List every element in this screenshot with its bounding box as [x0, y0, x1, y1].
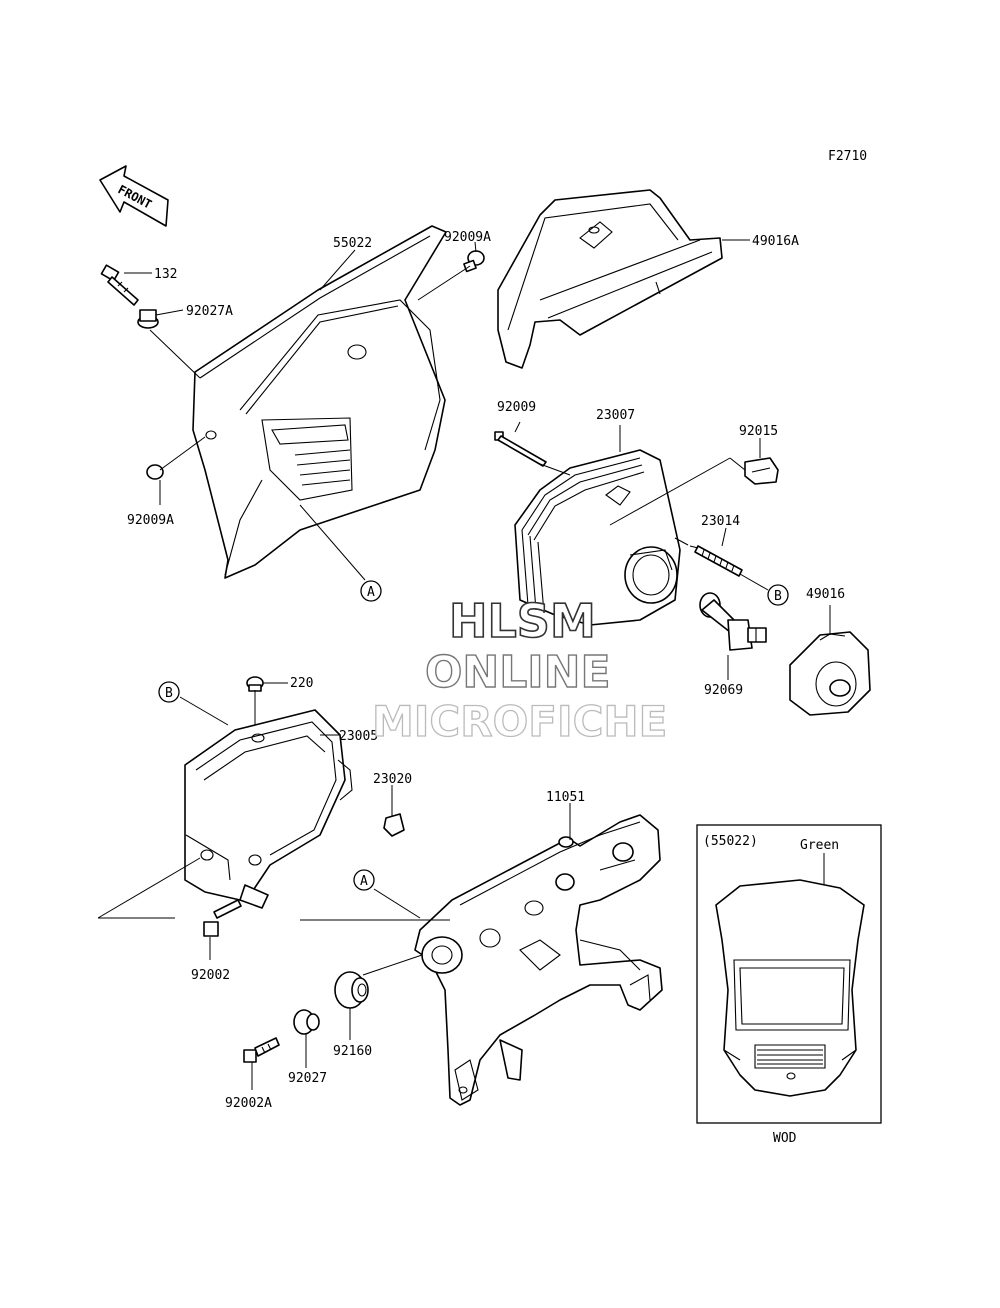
- label-220: 220: [290, 676, 313, 691]
- headlight-23007: [514, 449, 681, 626]
- watermark-line-3: MICROFICHE: [372, 697, 667, 746]
- label-23020: 23020: [373, 772, 412, 787]
- label-92009A-left: 92009A: [127, 513, 174, 528]
- ref-circle-a-lower: A: [353, 869, 375, 891]
- svg-text:B: B: [774, 589, 782, 604]
- label-132: 132: [154, 267, 177, 282]
- label-92015: 92015: [739, 424, 778, 439]
- label-92160: 92160: [333, 1044, 372, 1059]
- screw-220: [246, 676, 264, 692]
- leader-lines: [97, 239, 831, 1090]
- screw-92009A-left: [146, 464, 164, 480]
- label-49016A: 49016A: [752, 234, 799, 249]
- label-23005: 23005: [339, 729, 378, 744]
- spring-23014: [694, 545, 743, 577]
- clip-92015: [744, 457, 779, 485]
- label-92009A-top: 92009A: [444, 230, 491, 245]
- label-92002A: 92002A: [225, 1096, 272, 1111]
- svg-text:A: A: [367, 585, 375, 600]
- collar-92027A: [137, 309, 159, 329]
- damper-23020: [383, 813, 405, 837]
- bracket-23005: [184, 709, 353, 909]
- watermark: HLSM ONLINE MICROFICHE: [371, 593, 668, 746]
- bolt-92002A: [243, 1037, 280, 1063]
- label-11051: 11051: [546, 790, 585, 805]
- label-92027: 92027: [288, 1071, 327, 1086]
- label-49016: 49016: [806, 587, 845, 602]
- ref-circle-a-upper: A: [360, 580, 382, 602]
- inset-variant-label: WOD: [773, 1131, 797, 1146]
- label-55022: 55022: [333, 236, 372, 251]
- label-23014: 23014: [701, 514, 740, 529]
- label-92069: 92069: [704, 683, 743, 698]
- inset-title: (55022): [703, 834, 758, 849]
- visor-49016A: [497, 189, 723, 369]
- svg-text:A: A: [360, 874, 368, 889]
- grommet-92160: [334, 971, 369, 1009]
- collar-92027: [293, 1009, 320, 1035]
- figure-code: F2710: [828, 149, 867, 164]
- label-92002: 92002: [191, 968, 230, 983]
- cowl-55022: [192, 225, 447, 579]
- ref-circle-b-lower: B: [158, 681, 180, 703]
- label-92009: 92009: [497, 400, 536, 415]
- screw-92009: [494, 431, 547, 467]
- watermark-line-1: HLSM: [449, 594, 596, 648]
- bulb-92069: [699, 592, 767, 651]
- boot-49016: [789, 631, 871, 716]
- watermark-line-2: ONLINE: [425, 647, 611, 698]
- front-arrow-icon: FRONT: [99, 165, 169, 227]
- label-23007: 23007: [596, 408, 635, 423]
- svg-text:B: B: [165, 686, 173, 701]
- inset-cowl-front-view: [715, 879, 865, 1097]
- inset-box: (55022) Green WOD: [696, 824, 882, 1146]
- inset-color-label: Green: [800, 838, 839, 853]
- bolt-132: [100, 264, 139, 306]
- ref-circle-b-upper: B: [767, 584, 789, 606]
- label-92027A: 92027A: [186, 304, 233, 319]
- bolt-92002: [203, 899, 242, 937]
- bracket-11051: [414, 814, 663, 1106]
